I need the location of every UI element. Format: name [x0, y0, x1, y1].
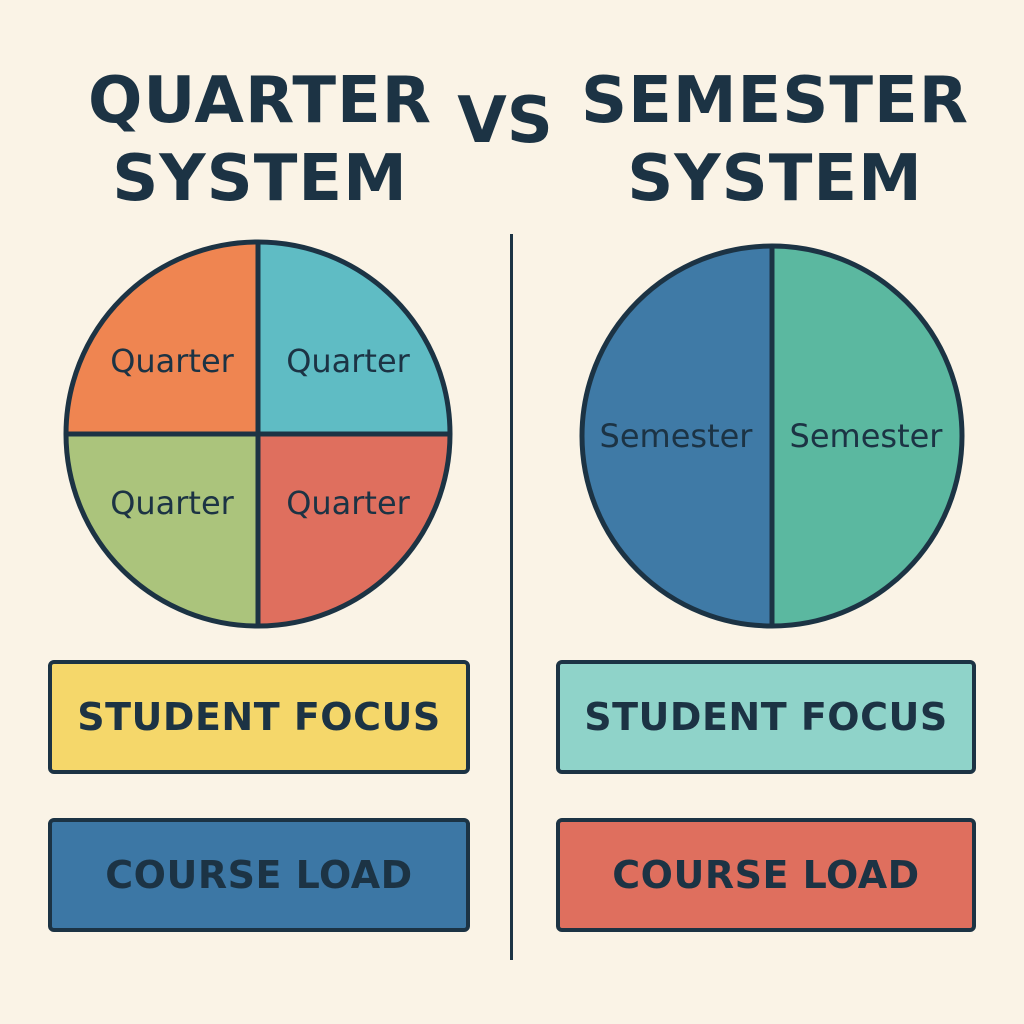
- semester-circle-diagram: Semester Semester: [579, 243, 965, 629]
- quarter-segment-top-left: [66, 242, 258, 434]
- quarter-title-line2: SYSTEM: [112, 142, 408, 216]
- semester-label-left: Semester: [600, 417, 754, 455]
- quarter-course-load-box: COURSE LOAD: [48, 818, 470, 932]
- quarter-student-focus-box: STUDENT FOCUS: [48, 660, 470, 774]
- quarter-segment-top-right: [258, 242, 450, 434]
- semester-course-load-box: COURSE LOAD: [556, 818, 976, 932]
- quarter-circle-diagram: Quarter Quarter Quarter Quarter: [63, 239, 453, 629]
- semester-label-right: Semester: [790, 417, 944, 455]
- semester-title-line1: SEMESTER: [581, 64, 969, 138]
- quarter-segment-bottom-left: [66, 434, 258, 626]
- quarter-segment-bottom-right: [258, 434, 450, 626]
- semester-system-title: SEMESTER SYSTEM: [560, 62, 990, 218]
- quarter-title-line1: QUARTER: [88, 64, 432, 138]
- semester-student-focus-box: STUDENT FOCUS: [556, 660, 976, 774]
- quarter-label-top-right: Quarter: [286, 342, 410, 380]
- quarter-system-title: QUARTER SYSTEM: [60, 62, 460, 218]
- quarter-label-bottom-left: Quarter: [110, 484, 234, 522]
- vs-label: VS: [457, 84, 553, 158]
- quarter-label-bottom-right: Quarter: [286, 484, 410, 522]
- semester-title-line2: SYSTEM: [627, 142, 923, 216]
- quarter-label-top-left: Quarter: [110, 342, 234, 380]
- quarter-circle-outline: [63, 239, 453, 629]
- semester-circle-outline: [579, 243, 965, 629]
- center-divider: [510, 234, 513, 960]
